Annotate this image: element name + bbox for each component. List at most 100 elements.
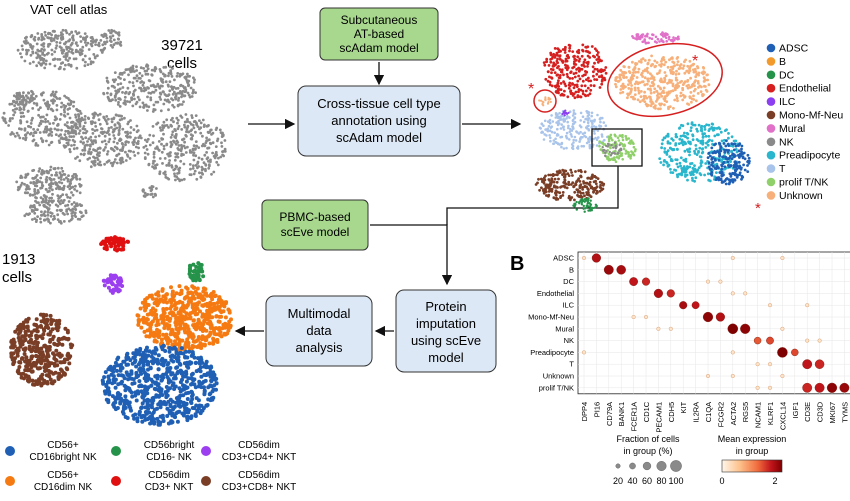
cluster-mono bbox=[534, 168, 606, 202]
box-multimodal: Multimodal data analysis bbox=[265, 295, 373, 367]
box-multimodal-line2: data bbox=[306, 323, 332, 338]
box-sceve-line2: scEve model bbox=[281, 225, 350, 239]
box-scadam-line3: scAdam model bbox=[339, 41, 418, 55]
box-protein-imputation: Protein imputation using scEve model bbox=[395, 289, 497, 373]
atlas-cluster-0 bbox=[16, 28, 107, 71]
dot-t-cd3e bbox=[802, 359, 813, 370]
legend-dot-unknown bbox=[766, 191, 776, 200]
vat-atlas-umap bbox=[1, 28, 227, 225]
box-annotation-line1: Cross-tissue cell type bbox=[317, 96, 441, 111]
nk-legend-line2-cd3-cd8-nkt: CD3+CD8+ NKT bbox=[222, 482, 296, 493]
size-legend-dot-60 bbox=[642, 461, 652, 471]
legend-dot-adsc bbox=[766, 43, 776, 53]
dotplot-col-bank1: BANK1 bbox=[617, 402, 626, 427]
color-legend-title-1: Mean expression bbox=[718, 434, 787, 444]
dotplot-row-mono-mf-neu: Mono-Mf-Neu bbox=[528, 313, 574, 322]
dotplot-col-acta2: ACTA2 bbox=[729, 402, 738, 426]
dot-faint-13 bbox=[780, 326, 785, 331]
box-scadam-line2: AT-based bbox=[354, 27, 404, 41]
legend-dot-ilc bbox=[766, 97, 776, 106]
legend-label-unknown: Unknown bbox=[779, 190, 823, 202]
atlas-count-word: cells bbox=[167, 55, 197, 72]
atlas-cluster-4 bbox=[62, 111, 143, 169]
cluster-ilc bbox=[561, 109, 570, 117]
color-legend-max: 2 bbox=[772, 476, 777, 486]
nk-legend-line2-cd16dim-nk: CD16dim NK bbox=[34, 482, 93, 493]
legend-label-b: B bbox=[779, 56, 786, 68]
dot-endothelial-cdh5 bbox=[666, 289, 675, 298]
size-legend-tick-40: 40 bbox=[627, 476, 637, 486]
legend-dot-mural bbox=[766, 124, 776, 133]
annotated-umap bbox=[534, 31, 751, 213]
dotplot-col-cd3e: CD3E bbox=[803, 402, 812, 422]
dotplot-row-endothelial: Endothelial bbox=[537, 289, 574, 298]
nk-cluster-cd16dim bbox=[135, 284, 233, 352]
connector-nk-zoom bbox=[446, 166, 619, 225]
dot-t-cd3d bbox=[814, 359, 825, 369]
cluster-unknown-small bbox=[538, 96, 552, 107]
dot-mono-mf-neu-fcgr2 bbox=[715, 312, 725, 322]
box-annotation-line3: scAdam model bbox=[336, 130, 422, 145]
box-multimodal-line1: Multimodal bbox=[288, 306, 351, 321]
dot-faint-0 bbox=[581, 255, 587, 261]
color-legend-min: 0 bbox=[719, 476, 724, 486]
dotplot-col-pi16: PI16 bbox=[592, 402, 601, 417]
nk-legend-line2-cd3-cd4-nkt: CD3+CD4+ NKT bbox=[222, 452, 296, 463]
nk-legend-line1-cd3-cd4-nkt: CD56dim bbox=[238, 440, 280, 451]
atlas-cluster-2 bbox=[102, 63, 198, 113]
dotplot-row-ilc: ILC bbox=[562, 301, 574, 310]
box-multimodal-line3: analysis bbox=[296, 340, 343, 355]
nk-legend-dot-cd16bright-nk bbox=[5, 446, 15, 456]
cluster-endothelial bbox=[542, 43, 608, 100]
size-legend-title-1: Fraction of cells bbox=[616, 434, 680, 444]
legend-label-ilc: ILC bbox=[779, 96, 796, 108]
legend-dot-b bbox=[766, 57, 776, 66]
dot-dc-fcer1a bbox=[629, 277, 638, 286]
size-legend-tick-100: 100 bbox=[668, 476, 683, 486]
dotplot-col-tyms: TYMS bbox=[840, 402, 849, 423]
dotplot-col-il2ra: IL2RA bbox=[692, 402, 701, 423]
dot-endothelial-pecam1 bbox=[653, 288, 663, 298]
nk-cluster-nkt-cd4 bbox=[101, 273, 125, 295]
box-scadam-model: Subcutaneous AT-based scAdam model bbox=[319, 7, 439, 61]
nk-legend-line1-cd16bright-nk: CD56+ bbox=[47, 440, 79, 451]
nk-count-word: cells bbox=[2, 269, 32, 286]
box-sceve-model: PBMC-based scEve model bbox=[261, 199, 369, 251]
dot-faint-4 bbox=[718, 279, 723, 284]
box-scadam-line1: Subcutaneous bbox=[341, 13, 418, 27]
nk-legend-line1-cd3-cd8-nkt: CD56dim bbox=[238, 470, 280, 481]
dot-mono-mf-neu-c1qa bbox=[702, 311, 714, 323]
cluster-adsc bbox=[706, 139, 751, 186]
dot-nk-klrf1 bbox=[766, 336, 774, 345]
dotplot-col-klrf1: KLRF1 bbox=[766, 402, 775, 425]
dot-ilc-il2ra bbox=[691, 301, 700, 310]
cluster-dc bbox=[572, 197, 598, 213]
dotplot-col-cd1c: CD1C bbox=[642, 401, 651, 422]
dot-faint-11 bbox=[668, 326, 673, 331]
dot-faint-17 bbox=[730, 350, 735, 355]
dot-faint-24 bbox=[755, 362, 760, 367]
dot-faint-23 bbox=[767, 362, 773, 367]
dotplot-row-prolif-t-nk: prolif T/NK bbox=[539, 383, 574, 392]
atlas-count-number: 39721 bbox=[161, 37, 203, 54]
cluster-t bbox=[538, 109, 610, 151]
dotplot-col-cdh5: CDH5 bbox=[667, 402, 676, 422]
nk-legend-line2-cd16bright-nk: CD16bright NK bbox=[29, 452, 97, 463]
dot-b-cd79a bbox=[603, 264, 614, 275]
legend-dot-endothelial bbox=[766, 83, 776, 93]
color-legend-title-2: in group bbox=[736, 446, 769, 456]
nk-cluster-cd8-nkt bbox=[9, 312, 75, 388]
dot-prolif-t-nk-cd3d bbox=[814, 382, 825, 393]
dotplot-row-t: T bbox=[569, 360, 574, 369]
atlas-title: VAT cell atlas bbox=[30, 2, 108, 17]
unknown-cluster-ellipse bbox=[607, 42, 723, 118]
legend-label-endothelial: Endothelial bbox=[779, 83, 831, 95]
dotplot-col-cd79a: CD79A bbox=[605, 402, 614, 426]
legend-label-dc: DC bbox=[779, 69, 795, 81]
dot-faint-12 bbox=[656, 326, 661, 331]
nk-cluster-cd16bright bbox=[100, 343, 219, 427]
legend-dot-t bbox=[766, 164, 776, 173]
dot-mural-acta2 bbox=[727, 323, 739, 335]
